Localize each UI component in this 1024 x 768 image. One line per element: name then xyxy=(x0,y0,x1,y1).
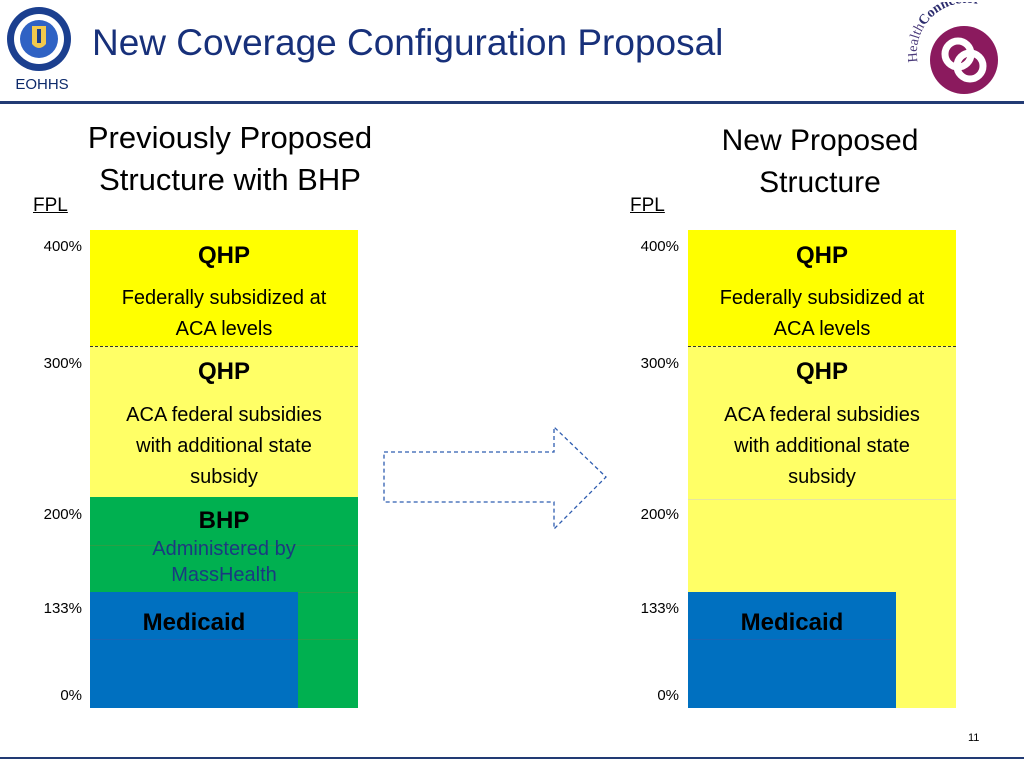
org-label: EOHHS xyxy=(15,76,69,93)
right-medicaid-gridline xyxy=(688,639,896,640)
left-medicaid-block xyxy=(90,592,298,708)
left-qhp-mid-title: QHP xyxy=(197,358,250,385)
left-qhp-state-block xyxy=(90,346,358,497)
left-qhp-mid-desc: ACA federal subsidies with additional st… xyxy=(126,404,322,488)
page-number: 11 xyxy=(968,732,980,744)
left-fpl-label: FPL xyxy=(33,195,68,216)
footer-divider xyxy=(0,757,1024,759)
right-fpl-label: FPL xyxy=(630,195,665,216)
left-medicaid-title: Medicaid xyxy=(142,609,246,636)
left-qhp-top-desc: Federally subsidized at ACA levels xyxy=(121,287,327,340)
right-panel-heading: New Proposed Structure xyxy=(721,124,919,199)
massachusetts-seal-icon xyxy=(7,7,71,71)
right-tick-133: 133% xyxy=(640,600,679,617)
left-bhp-desc: Administered by MassHealth xyxy=(152,538,296,586)
header-divider xyxy=(0,101,1024,104)
left-panel-heading: Previously Proposed Structure with BHP xyxy=(87,120,373,197)
right-300-dashed-line xyxy=(688,346,956,347)
left-bhp-gridline xyxy=(90,545,358,546)
right-tick-400: 400% xyxy=(640,238,679,255)
left-tick-0: 0% xyxy=(60,687,82,704)
logo-text-health: Health xyxy=(908,21,928,63)
page-title: New Coverage Configuration Proposal xyxy=(92,22,724,63)
left-bhp-gridline xyxy=(298,639,358,640)
right-tick-0: 0% xyxy=(657,687,679,704)
left-bhp-title: BHP xyxy=(198,507,250,534)
logo-text-connector: Connector xyxy=(916,2,982,28)
left-tick-200: 200% xyxy=(43,506,82,523)
left-tick-133: 133% xyxy=(43,600,82,617)
right-200-gridline xyxy=(688,499,956,500)
right-arrow-icon xyxy=(383,425,607,531)
right-medicaid-block xyxy=(688,592,896,708)
right-qhp-mid-desc: ACA federal subsidies with additional st… xyxy=(724,404,920,488)
right-tick-300: 300% xyxy=(640,355,679,372)
right-qhp-top-title: QHP xyxy=(795,242,848,269)
right-medicaid-title: Medicaid xyxy=(740,609,844,636)
left-medicaid-gridline xyxy=(90,639,298,640)
left-tick-300: 300% xyxy=(43,355,82,372)
right-qhp-mid-title: QHP xyxy=(795,358,848,385)
health-connector-logo: HealthConnector xyxy=(908,2,998,94)
right-qhp-top-desc: Federally subsidized at ACA levels xyxy=(719,287,925,340)
left-qhp-top-title: QHP xyxy=(197,242,250,269)
left-tick-400: 400% xyxy=(43,238,82,255)
right-tick-200: 200% xyxy=(640,506,679,523)
left-qhp-federal-block xyxy=(90,230,358,346)
right-qhp-federal-block xyxy=(688,230,956,346)
left-300-dashed-line xyxy=(90,346,358,347)
